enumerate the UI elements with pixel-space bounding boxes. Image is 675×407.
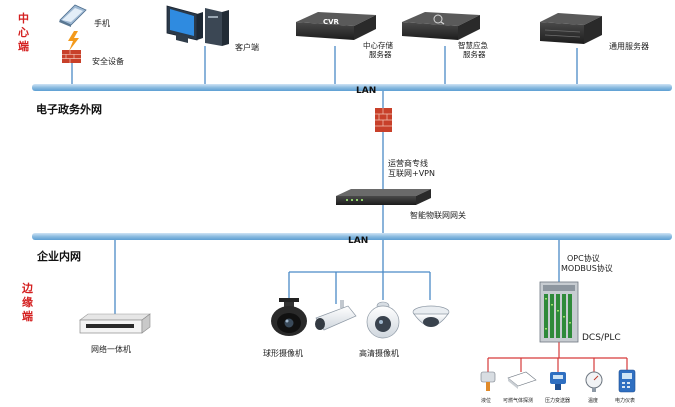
- label-line: 运营商专线: [388, 158, 428, 168]
- sensor-label: 压力变送器: [545, 397, 570, 404]
- temperature-gauge-icon: [585, 371, 603, 392]
- cvr-badge: CVR: [323, 18, 340, 26]
- sensor-label: 可燃气体探测: [503, 397, 533, 404]
- sensor-label: 液位: [481, 397, 491, 404]
- lan-label-bottom: LAN: [348, 236, 368, 246]
- general-server-label: 通用服务器: [609, 41, 649, 51]
- zone-char: 心: [18, 26, 29, 39]
- sensor-wires: [487, 342, 628, 372]
- dome-camera-icon: [412, 305, 450, 327]
- zone-char: 端: [18, 39, 29, 53]
- firewall-icon: [62, 50, 81, 63]
- zone-label-enterprise: 企业内网: [36, 249, 81, 263]
- sensor-label: 电力仪表: [615, 397, 635, 404]
- zone-char: 端: [22, 309, 33, 323]
- power-meter-icon: [618, 369, 636, 393]
- zone-char: 缘: [22, 295, 33, 309]
- level-sensor-icon: [480, 371, 496, 391]
- phone-icon: [59, 4, 87, 27]
- link-label: 运营商专线 互联网+VPN: [388, 158, 435, 178]
- label-line: OPC协议: [567, 253, 600, 263]
- dcs-label: DCS/PLC: [582, 333, 621, 343]
- smart-app-server-icon: [402, 12, 480, 40]
- general-server-icon: [540, 13, 602, 44]
- lightning-icon: [68, 31, 79, 51]
- phone-label: 手机: [94, 18, 110, 28]
- ptz-camera-icon: [271, 298, 307, 336]
- zone-char: 中: [18, 11, 29, 25]
- zone-label-center: 中 心 端: [18, 11, 33, 53]
- label-line: 服务器: [463, 49, 486, 59]
- dcs-plc-cabinet-icon: [539, 281, 579, 343]
- cvr-server-icon: CVR: [296, 12, 376, 40]
- desktop-computer-icon: [166, 5, 229, 46]
- gateway-label: 智能物联网网关: [410, 210, 466, 220]
- gas-detector-icon: [507, 371, 537, 389]
- protocol-label: OPC协议 MODBUS协议: [561, 253, 613, 273]
- smart-app-label: 智慧应急 服务器: [458, 40, 490, 59]
- label-line: 服务器: [369, 49, 392, 59]
- pressure-transmitter-icon: [550, 372, 566, 390]
- firewall-label: 安全设备: [92, 56, 124, 66]
- ptz-label: 球形摄像机: [263, 348, 303, 358]
- lan-bar-bottom: [32, 233, 672, 240]
- nvr-appliance-icon: [79, 313, 151, 334]
- lan-bar-top: [32, 84, 672, 91]
- lan-label-top: LAN: [356, 86, 376, 96]
- bullet-camera-icon: [315, 300, 357, 331]
- label-line: MODBUS协议: [561, 263, 613, 273]
- zone-label-gov-network: 电子政务外网: [36, 102, 102, 116]
- zone-label-edge: 边 缘 端: [21, 281, 37, 323]
- gateway-router-icon: [336, 189, 431, 205]
- connection-wires: [71, 46, 578, 318]
- zone-char: 边: [21, 281, 34, 295]
- label-line: 互联网+VPN: [388, 169, 435, 178]
- sensor-label: 温度: [588, 397, 598, 404]
- client-label: 客户端: [235, 42, 259, 52]
- label-line: 智慧应急: [458, 40, 488, 50]
- label-line: 中心存储: [363, 40, 393, 50]
- firewall-icon: [375, 108, 392, 132]
- dome-camera-icon: [366, 301, 400, 339]
- cvr-label: 中心存储 服务器: [363, 40, 395, 59]
- cameras-label: 高清摄像机: [359, 348, 399, 358]
- nvr-label: 网络一体机: [91, 344, 131, 354]
